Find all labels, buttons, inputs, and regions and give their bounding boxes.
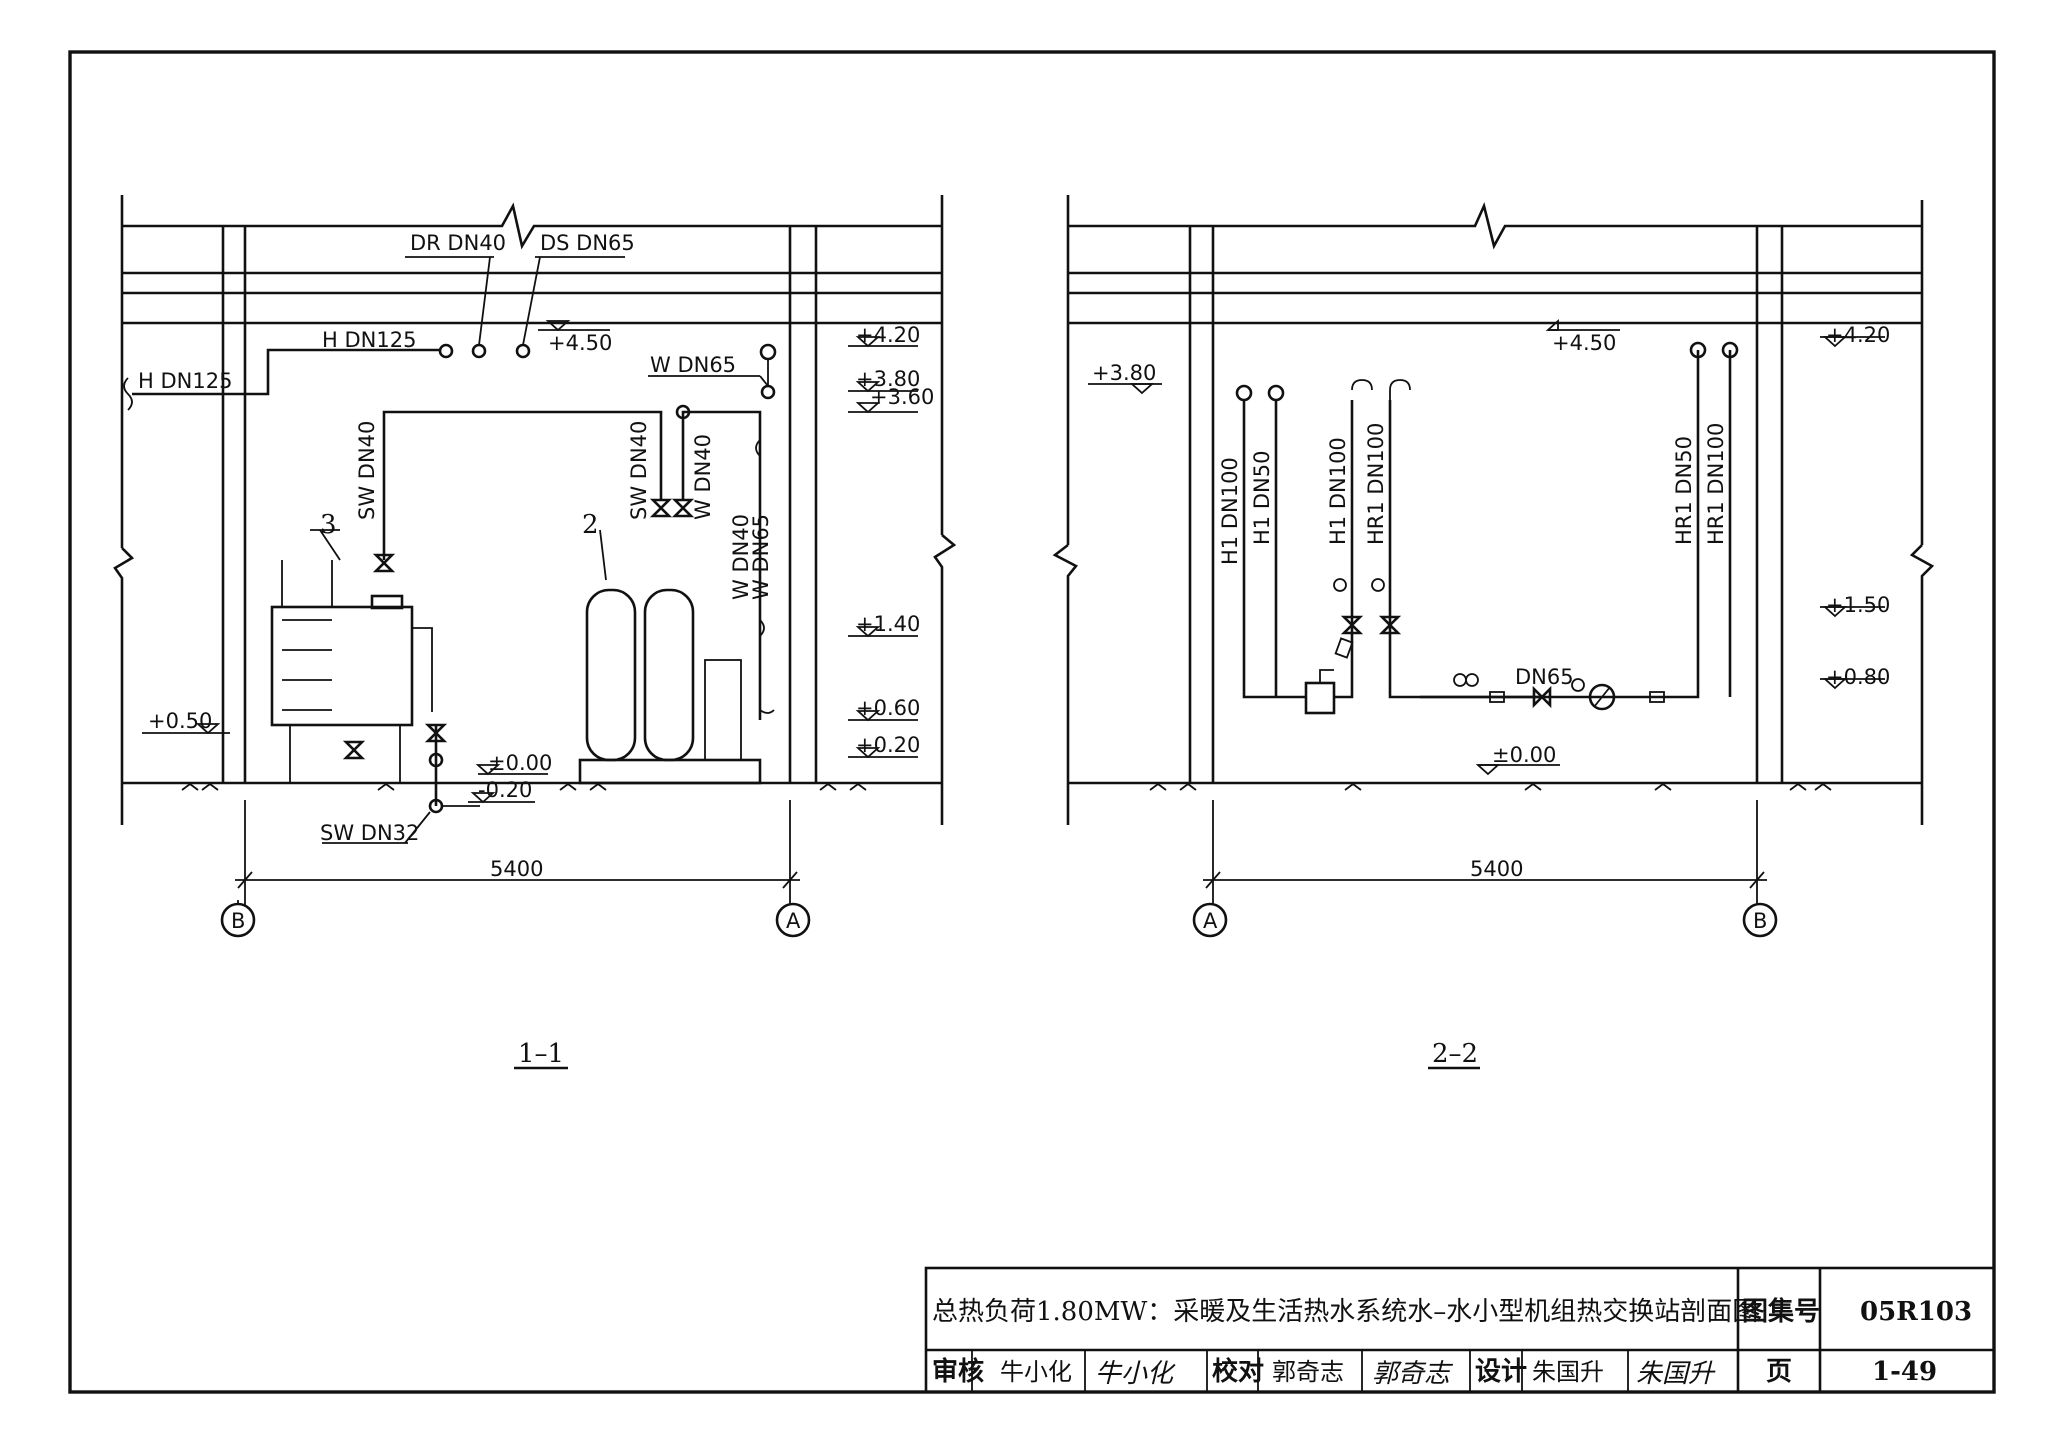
- axis-bubble-a: A: [786, 909, 801, 933]
- elev-0-60: +0.60: [856, 696, 920, 720]
- elev-minus-0-20: -0.20: [478, 778, 532, 802]
- elev-4-50: +4.50: [548, 331, 612, 355]
- section-1-1-labels: DR DN40 DS DN65 H DN125 H DN125 W DN65 S…: [138, 231, 934, 1069]
- axis-bubble-b: B: [1753, 909, 1767, 933]
- elev-0-80: +0.80: [1826, 665, 1890, 689]
- page-label: 页: [1766, 1357, 1792, 1387]
- dimension-5400: 5400: [490, 857, 543, 881]
- label-h-dn125-left: H DN125: [138, 369, 232, 393]
- elev-0-20: +0.20: [856, 733, 920, 757]
- sheet-border: [68, 50, 1996, 1394]
- section-title-2-2: 2–2: [1432, 1039, 1478, 1069]
- label-h1-dn50: H1 DN50: [1250, 451, 1274, 545]
- equipment-tag-3: 3: [320, 510, 337, 540]
- label-dr-dn40: DR DN40: [410, 231, 506, 255]
- label-w-dn65: W DN65: [650, 353, 736, 377]
- checker-name: 郭奇志: [1272, 1358, 1344, 1386]
- elev-0-50: +0.50: [148, 709, 212, 733]
- equipment-tag-2: 2: [582, 510, 599, 540]
- elev-0-00: ±0.00: [488, 751, 552, 775]
- label-dn65: DN65: [1515, 665, 1574, 689]
- drawing-title: 总热负荷1.80MW：采暖及生活热水系统水–水小型机组热交换站剖面图: [932, 1297, 1758, 1327]
- page-number: 1-49: [1872, 1357, 1937, 1387]
- elev-0-00: ±0.00: [1492, 743, 1556, 767]
- axis-bubble-a: A: [1203, 909, 1218, 933]
- label-h-dn125-upper: H DN125: [322, 328, 416, 352]
- label-hr1-dn100-b: HR1 DN100: [1704, 423, 1728, 545]
- label-w-dn65-riser: W DN65: [749, 514, 773, 600]
- atlas-label: 图集号: [1742, 1296, 1820, 1327]
- elev-3-80: +3.80: [1092, 361, 1156, 385]
- reviewer-signature: 牛小化: [1095, 1359, 1176, 1389]
- elev-3-80: +3.80: [856, 367, 920, 391]
- atlas-number: 05R103: [1860, 1297, 1972, 1327]
- title-block: 总热负荷1.80MW：采暖及生活热水系统水–水小型机组热交换站剖面图 图集号 0…: [924, 1266, 1996, 1394]
- elev-4-20: +4.20: [856, 323, 920, 347]
- elev-4-20: +4.20: [1826, 323, 1890, 347]
- reviewer-name: 牛小化: [1000, 1358, 1072, 1386]
- label-h1-dn100-b: H1 DN100: [1326, 437, 1350, 545]
- section-2-2-labels: H1 DN100 H1 DN50 H1 DN100 HR1 DN100 HR1 …: [1092, 323, 1890, 1069]
- label-sw-dn40-valve: SW DN40: [627, 421, 651, 520]
- section-2-2: [1052, 195, 1935, 1070]
- label-h1-dn100: H1 DN100: [1218, 457, 1242, 565]
- label-w-dn40-riser: W DN40: [729, 514, 753, 600]
- elev-1-40: +1.40: [856, 612, 920, 636]
- designer-signature: 朱国升: [1636, 1359, 1716, 1389]
- section-1-1: [113, 195, 957, 1070]
- axis-bubble-b: B: [231, 909, 245, 933]
- label-sw-dn32: SW DN32: [320, 821, 419, 845]
- elev-4-50: +4.50: [1552, 331, 1616, 355]
- design-label: 设计: [1475, 1357, 1527, 1387]
- checker-signature: 郭奇志: [1372, 1359, 1454, 1389]
- label-hr1-dn100: HR1 DN100: [1364, 423, 1388, 545]
- label-ds-dn65: DS DN65: [540, 231, 635, 255]
- label-hr1-dn50: HR1 DN50: [1672, 436, 1696, 545]
- label-sw-dn40-riser: SW DN40: [355, 421, 379, 520]
- elev-1-50: +1.50: [1826, 593, 1890, 617]
- section-title-1-1: 1–1: [518, 1039, 564, 1069]
- review-label: 审核: [932, 1356, 984, 1387]
- designer-name: 朱国升: [1532, 1358, 1604, 1386]
- dimension-5400: 5400: [1470, 857, 1523, 881]
- label-w-dn40-valve: W DN40: [691, 434, 715, 520]
- elev-3-60: +3.60: [870, 385, 934, 409]
- check-label: 校对: [1212, 1356, 1264, 1387]
